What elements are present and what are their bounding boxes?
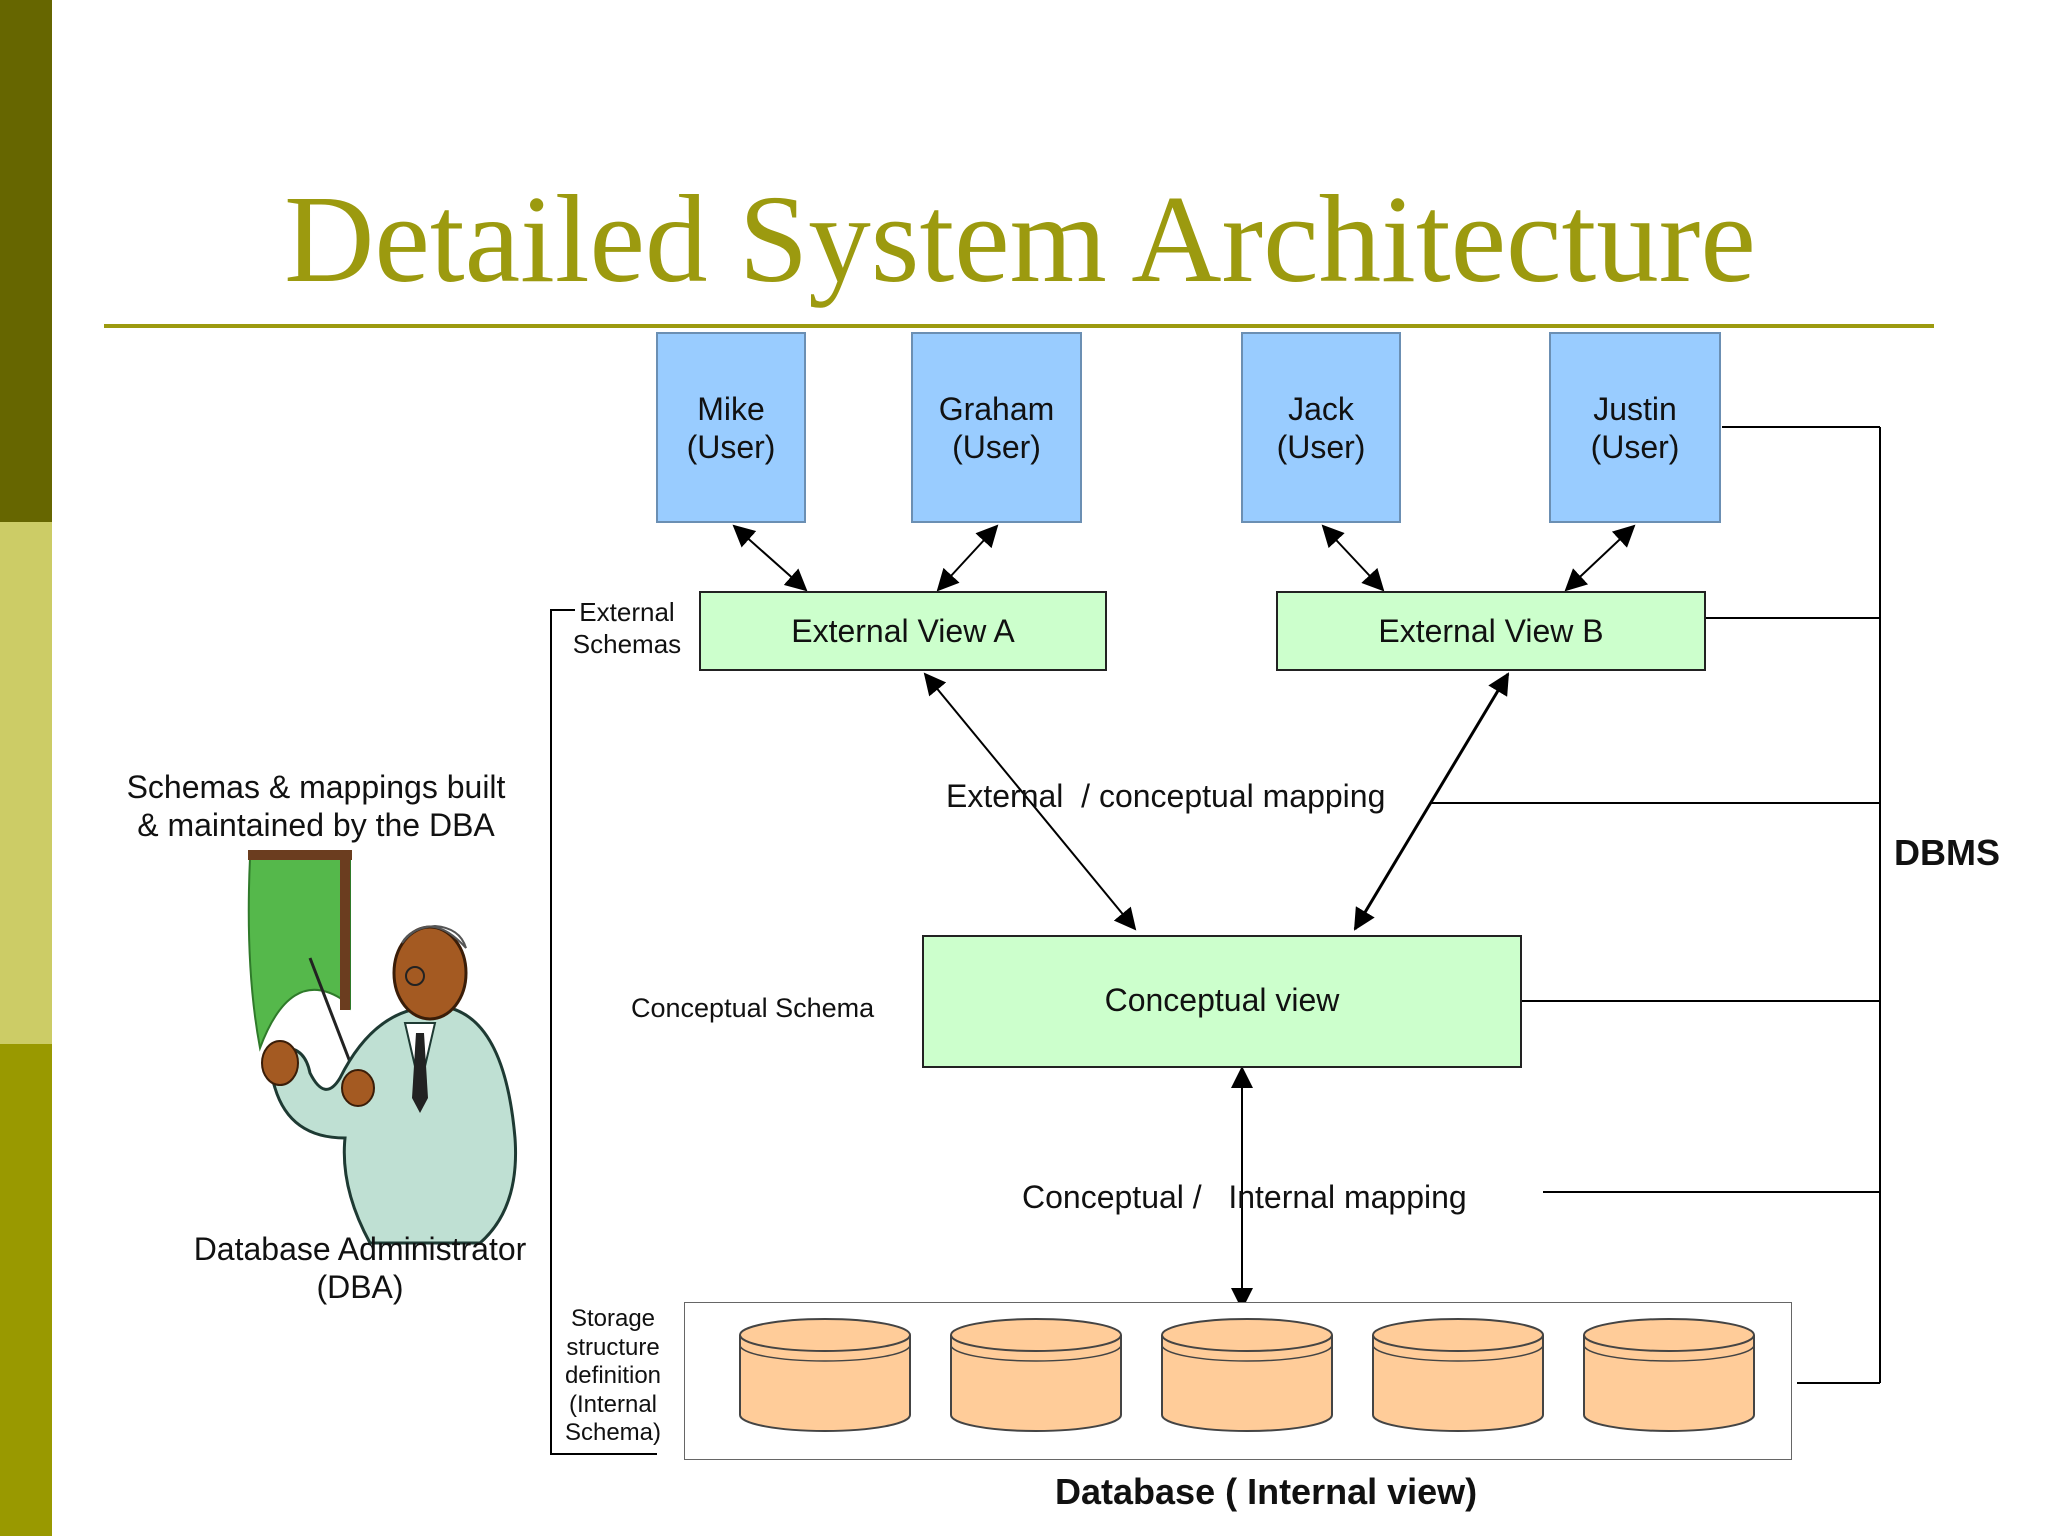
user-name: Graham: [938, 390, 1055, 427]
conceptual-schema-label: Conceptual Schema: [631, 993, 875, 1023]
database-label: Database ( Internal view): [1055, 1471, 1478, 1512]
user-name: Mike: [697, 390, 765, 427]
dba-presenter-illustration: [247, 850, 518, 1245]
label-line: Schema): [564, 1419, 662, 1446]
label-line: definition: [564, 1362, 662, 1389]
arrow-graham-view-a: [936, 524, 999, 592]
label-line: External: [579, 597, 675, 627]
database-cylinders: [739, 1318, 1755, 1432]
user-role: (User): [1590, 428, 1680, 465]
database-cylinder: [1583, 1318, 1755, 1432]
arrow-jack-view-b: [1321, 524, 1385, 592]
user-role: (User): [686, 428, 776, 465]
database-cylinder: [739, 1318, 911, 1432]
conceptual-view-label: Conceptual view: [1104, 982, 1340, 1018]
user-role: (User): [952, 428, 1041, 465]
dba-note: Schemas & mappings built & maintained by…: [96, 768, 536, 844]
conceptual-internal-mapping-label: Conceptual / Internal mapping: [1022, 1179, 1467, 1215]
external-conceptual-mapping-label: External / conceptual mapping: [946, 778, 1386, 814]
strip-middle: [0, 522, 52, 1044]
arrow-justin-view-b: [1564, 524, 1636, 592]
external-schemas-label: External Schemas: [562, 596, 692, 660]
label-line: Storage: [570, 1305, 656, 1332]
storage-structure-label: Storage structure definition (Internal S…: [552, 1305, 674, 1448]
label-line: Schemas: [572, 629, 682, 659]
external-view-b: External View B: [1276, 591, 1706, 671]
database-frame: [684, 1302, 1792, 1460]
strip-top: [0, 0, 52, 522]
arrow-view-b-conceptual: [1353, 672, 1510, 931]
user-box-graham: Graham(User): [911, 332, 1082, 523]
user-name: Justin: [1593, 390, 1677, 427]
database-cylinder: [1372, 1318, 1544, 1432]
slide-title: Detailed System Architecture: [284, 171, 1756, 309]
external-view-a: External View A: [699, 591, 1107, 671]
dba-bracket: [550, 609, 657, 1455]
label-line: (Internal: [568, 1390, 658, 1418]
database-cylinder: [1161, 1318, 1333, 1432]
database-cylinder: [950, 1318, 1122, 1432]
note-line: Schemas & mappings built: [126, 769, 506, 805]
user-name: Jack: [1288, 390, 1354, 427]
user-role: (User): [1276, 428, 1366, 465]
arrow-view-a-conceptual: [923, 672, 1137, 931]
label-line: structure: [566, 1333, 660, 1361]
user-box-mike: Mike(User): [656, 332, 806, 523]
caption-line: Database Administrator: [193, 1231, 527, 1267]
title-rule: [104, 324, 1934, 328]
user-box-jack: Jack(User): [1241, 332, 1401, 523]
dba-caption: Database Administrator (DBA): [150, 1230, 570, 1306]
user-box-justin: Justin(User): [1549, 332, 1721, 523]
arrow-mike-view-a: [732, 524, 808, 592]
note-line: & maintained by the DBA: [137, 807, 495, 843]
conceptual-view-box: Conceptual view: [922, 935, 1522, 1068]
dbms-label: DBMS: [1894, 832, 2000, 873]
strip-bottom: [0, 1044, 52, 1536]
caption-line: (DBA): [316, 1269, 404, 1305]
